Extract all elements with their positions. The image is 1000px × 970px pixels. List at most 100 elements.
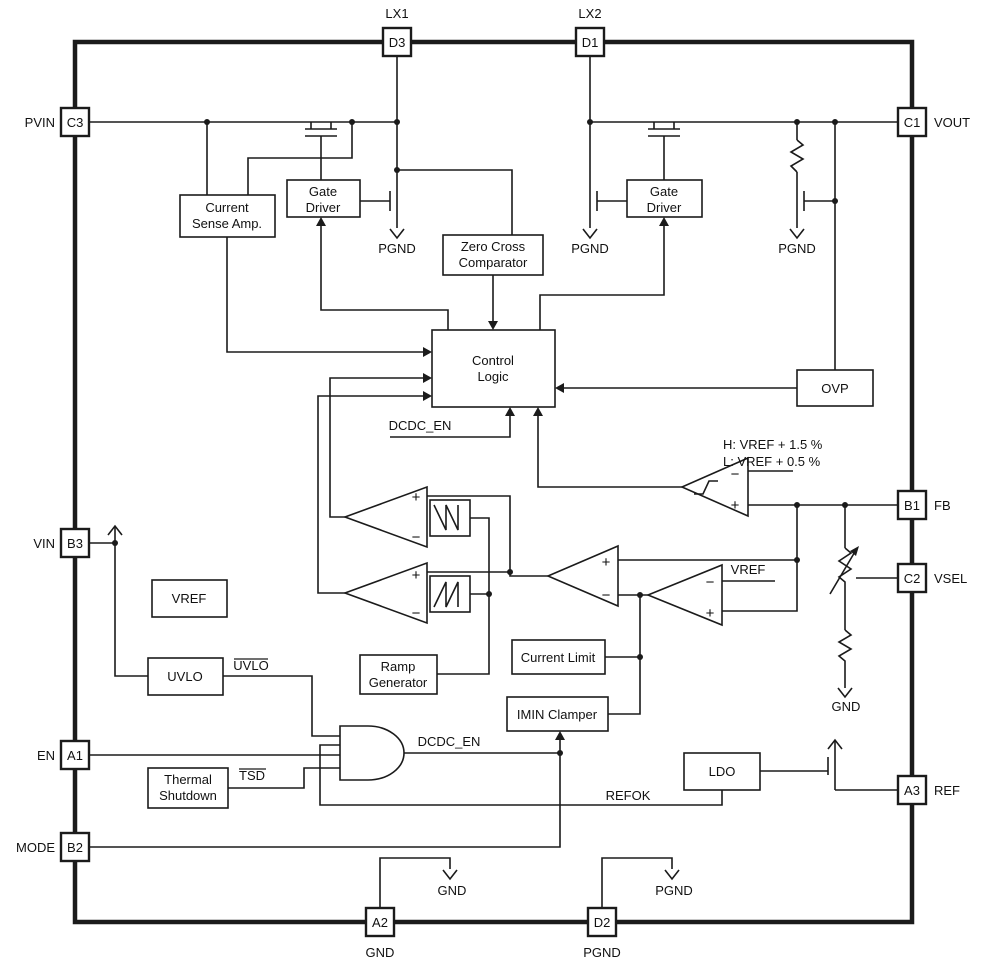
pin-a1: A1 [59, 739, 91, 771]
pwm2-plus: + [412, 567, 421, 584]
wire-network [89, 56, 898, 908]
pin-label-ref: REF [934, 783, 960, 798]
function-blocks: Current Sense Amp. Gate Driver Zero Cros… [147, 179, 874, 809]
pwm-comparator-2 [342, 561, 428, 625]
net-refok: REFOK [606, 788, 651, 803]
resistor-fb-lower [837, 629, 853, 666]
arrow-csa-into-control-logic [423, 347, 432, 357]
erramp-minus: − [602, 587, 611, 604]
pin-label-lx1: LX1 [385, 6, 408, 21]
error-amplifier [545, 544, 619, 608]
block-gate-driver-2: Gate Driver [626, 179, 703, 218]
block-label: UVLO [167, 669, 202, 684]
net-hysteresis-high: H: VREF + 1.5 % [723, 437, 823, 452]
block-ldo: LDO [683, 752, 761, 791]
chip-outline [72, 39, 915, 925]
net-pgnd-mid: PGND [655, 883, 693, 898]
block-label: Driver [647, 200, 682, 215]
block-label: LDO [709, 764, 736, 779]
pin-cell: D3 [389, 35, 406, 50]
arrow-pwm2-into-control-logic [423, 391, 432, 401]
pgnd-arrow-bottom [664, 869, 680, 881]
pin-b3: B3 [59, 527, 91, 559]
block-control-logic: Control Logic [431, 329, 556, 408]
net-labels: PGND PGND PGND DCDC_EN DCDC_EN H: VREF +… [233, 241, 860, 898]
net-gnd-right: GND [832, 699, 861, 714]
block-label: Control [472, 353, 514, 368]
block-label: Generator [369, 675, 428, 690]
pin-cell: B3 [67, 536, 83, 551]
package-pins: D3 D1 C3 B3 A1 B2 C1 B1 C2 A3 A2 D2 [59, 26, 928, 938]
block-label: Driver [306, 200, 341, 215]
block-label: IMIN Clamper [517, 707, 598, 722]
net-dcdc-en-and: DCDC_EN [418, 734, 481, 749]
comparator-signs: + − + − + − − + − + [412, 466, 740, 622]
block-label: Gate [650, 184, 678, 199]
resistor-vout-discharge [789, 139, 805, 173]
junction-dots [112, 119, 848, 756]
net-pgnd-1: PGND [378, 241, 416, 256]
block-label: VREF [172, 591, 207, 606]
pin-cell: B1 [904, 498, 920, 513]
block-label: Current Limit [521, 650, 596, 665]
wiring [89, 56, 898, 908]
ref-supply-arrow [827, 738, 843, 750]
pin-cell: C3 [67, 115, 84, 130]
hysteresis-comparator [680, 456, 749, 518]
hys-plus: + [731, 497, 740, 514]
block-ramp-generator: Ramp Generator [359, 654, 438, 695]
pin-label-vsel: VSEL [934, 571, 967, 586]
arrow-ovp-into-control-logic [555, 383, 564, 393]
pin-label-lx2: LX2 [578, 6, 601, 21]
pin-a2: A2 [364, 906, 396, 938]
arrow-into-gate-driver-1 [316, 217, 326, 226]
block-label: Ramp [381, 659, 416, 674]
pin-cell: A1 [67, 748, 83, 763]
pwm1-plus: + [412, 489, 421, 506]
arrow-pwm1-into-control-logic [423, 373, 432, 383]
pin-a3: A3 [896, 774, 928, 806]
vfm-minus: − [706, 574, 715, 591]
net-pgnd-3: PGND [778, 241, 816, 256]
block-uvlo: UVLO [147, 657, 224, 696]
pin-c2: C2 [896, 562, 928, 594]
pin-label-mode: MODE [16, 840, 55, 855]
analog-symbols [342, 456, 749, 627]
net-vref-input: VREF [731, 562, 766, 577]
pin-label-gnd: GND [366, 945, 395, 960]
block-ovp: OVP [796, 369, 874, 407]
block-thermal-shutdown: Thermal Shutdown [147, 767, 229, 809]
pwm-comparator-1 [342, 485, 428, 549]
block-label: Zero Cross [461, 239, 526, 254]
sawtooth-down-icon [433, 504, 459, 531]
pin-label-en: EN [37, 748, 55, 763]
arrow-dcdcen-into-control-logic [505, 407, 515, 416]
pin-cell: D1 [582, 35, 599, 50]
ramp-wave-box-2 [429, 575, 471, 613]
pgnd-arrow-right [789, 228, 805, 240]
pin-d1: D1 [574, 26, 606, 58]
pin-label-vout: VOUT [934, 115, 970, 130]
block-label: OVP [821, 381, 848, 396]
pin-cell: D2 [594, 915, 611, 930]
pin-c1: C1 [896, 106, 928, 138]
net-hysteresis-low: L: VREF + 0.5 % [723, 454, 821, 469]
pin-label-pgnd: PGND [583, 945, 621, 960]
block-label: Current [205, 200, 249, 215]
enable-and-gate [339, 725, 405, 781]
pin-b2: B2 [59, 831, 91, 863]
pin-label-pvin: PVIN [25, 115, 55, 130]
block-zero-cross-comparator: Zero Cross Comparator [442, 234, 544, 276]
vsel-arrowhead [850, 546, 859, 556]
block-label: Logic [477, 369, 509, 384]
pin-labels: LX1 LX2 PVIN VIN EN MODE VOUT FB VSEL RE… [16, 6, 970, 960]
pgnd-arrow-left [389, 228, 405, 240]
block-label: Thermal [164, 772, 212, 787]
erramp-plus: + [602, 554, 611, 571]
net-uvlo-bar: UVLO [233, 658, 268, 673]
pin-label-vin: VIN [33, 536, 55, 551]
block-label: Comparator [459, 255, 528, 270]
arrow-into-imin-clamper [555, 731, 565, 740]
hys-minus: − [731, 466, 740, 483]
